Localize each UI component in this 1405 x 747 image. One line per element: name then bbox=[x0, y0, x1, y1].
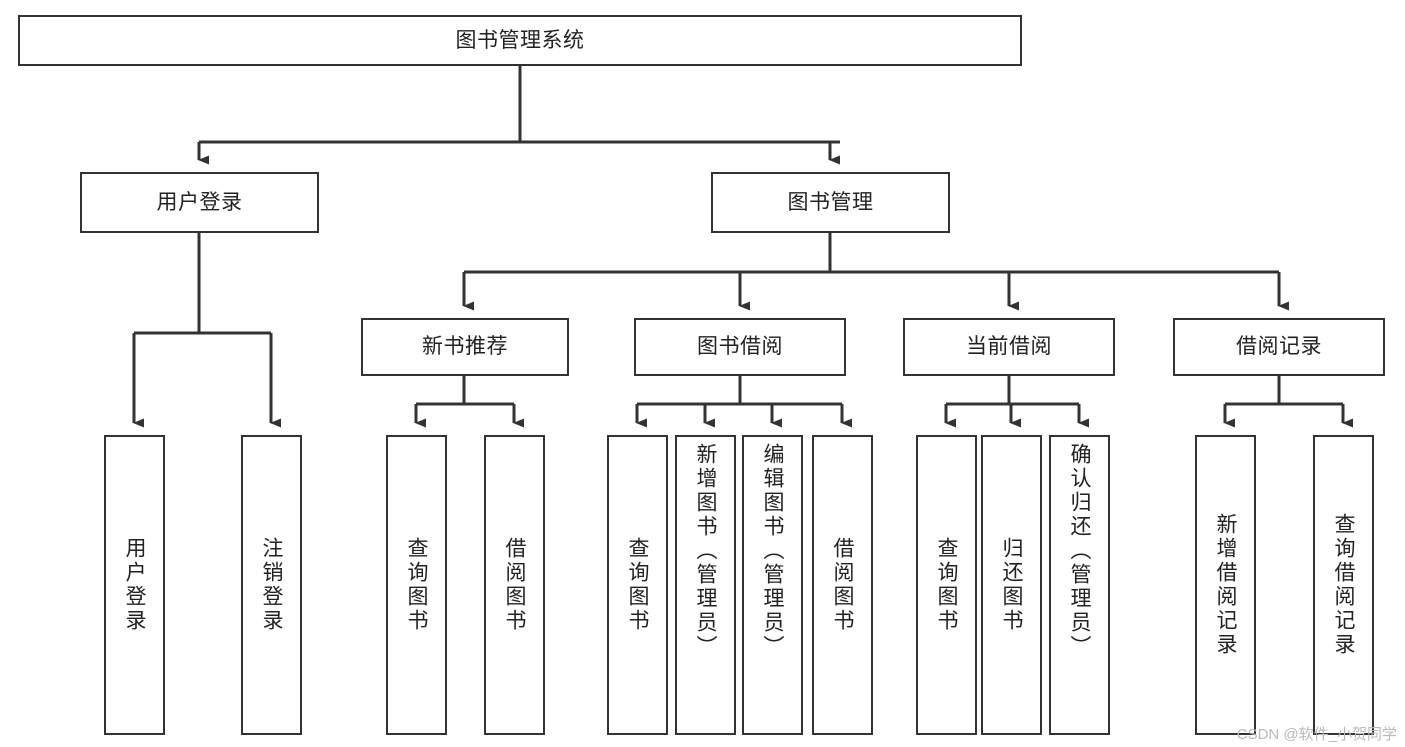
node-book-borrow[interactable]: 图书借阅 bbox=[634, 318, 846, 376]
leaf-return-book[interactable]: 归还图书 bbox=[981, 435, 1042, 735]
leaf-query-book-3-label: 查询图书 bbox=[935, 537, 958, 633]
leaf-return-book-label: 归还图书 bbox=[1000, 537, 1023, 633]
leaf-edit-book-label: 编辑图书（管理员） bbox=[761, 443, 784, 659]
leaf-borrow-book-1[interactable]: 借阅图书 bbox=[484, 435, 545, 735]
node-book-manage[interactable]: 图书管理 bbox=[711, 172, 950, 233]
leaf-borrow-book-2[interactable]: 借阅图书 bbox=[812, 435, 873, 735]
leaf-add-book-label: 新增图书（管理员） bbox=[694, 443, 717, 659]
node-new-book-recommend[interactable]: 新书推荐 bbox=[361, 318, 569, 376]
leaf-query-book-2[interactable]: 查询图书 bbox=[607, 435, 668, 735]
leaf-logout-login-label: 注销登录 bbox=[260, 537, 283, 633]
leaf-add-record[interactable]: 新增借阅记录 bbox=[1195, 435, 1256, 735]
node-current-borrow-label: 当前借阅 bbox=[966, 335, 1052, 359]
node-root-label: 图书管理系统 bbox=[455, 28, 585, 52]
leaf-user-login-label: 用户登录 bbox=[123, 537, 146, 633]
leaf-query-book-1[interactable]: 查询图书 bbox=[386, 435, 447, 735]
leaf-user-login[interactable]: 用户登录 bbox=[104, 435, 165, 735]
leaf-query-book-1-label: 查询图书 bbox=[405, 537, 428, 633]
node-user-login-label: 用户登录 bbox=[156, 190, 243, 214]
node-book-manage-label: 图书管理 bbox=[787, 190, 874, 214]
node-borrow-record-label: 借阅记录 bbox=[1236, 335, 1322, 359]
leaf-query-book-3[interactable]: 查询图书 bbox=[916, 435, 977, 735]
leaf-logout-login[interactable]: 注销登录 bbox=[241, 435, 302, 735]
node-new-book-recommend-label: 新书推荐 bbox=[422, 335, 508, 359]
leaf-add-book[interactable]: 新增图书（管理员） bbox=[675, 435, 736, 735]
node-root[interactable]: 图书管理系统 bbox=[18, 15, 1022, 66]
leaf-query-record-label: 查询借阅记录 bbox=[1332, 513, 1355, 657]
leaf-add-record-label: 新增借阅记录 bbox=[1214, 513, 1237, 657]
leaf-query-record[interactable]: 查询借阅记录 bbox=[1313, 435, 1374, 735]
leaf-borrow-book-2-label: 借阅图书 bbox=[831, 537, 854, 633]
node-book-borrow-label: 图书借阅 bbox=[697, 335, 783, 359]
leaf-confirm-return-label: 确认归还（管理员） bbox=[1068, 443, 1091, 659]
leaf-confirm-return[interactable]: 确认归还（管理员） bbox=[1049, 435, 1110, 735]
leaf-borrow-book-1-label: 借阅图书 bbox=[503, 537, 526, 633]
leaf-edit-book[interactable]: 编辑图书（管理员） bbox=[742, 435, 803, 735]
node-borrow-record[interactable]: 借阅记录 bbox=[1173, 318, 1385, 376]
node-user-login[interactable]: 用户登录 bbox=[80, 172, 319, 233]
node-current-borrow[interactable]: 当前借阅 bbox=[903, 318, 1115, 376]
leaf-query-book-2-label: 查询图书 bbox=[626, 537, 649, 633]
